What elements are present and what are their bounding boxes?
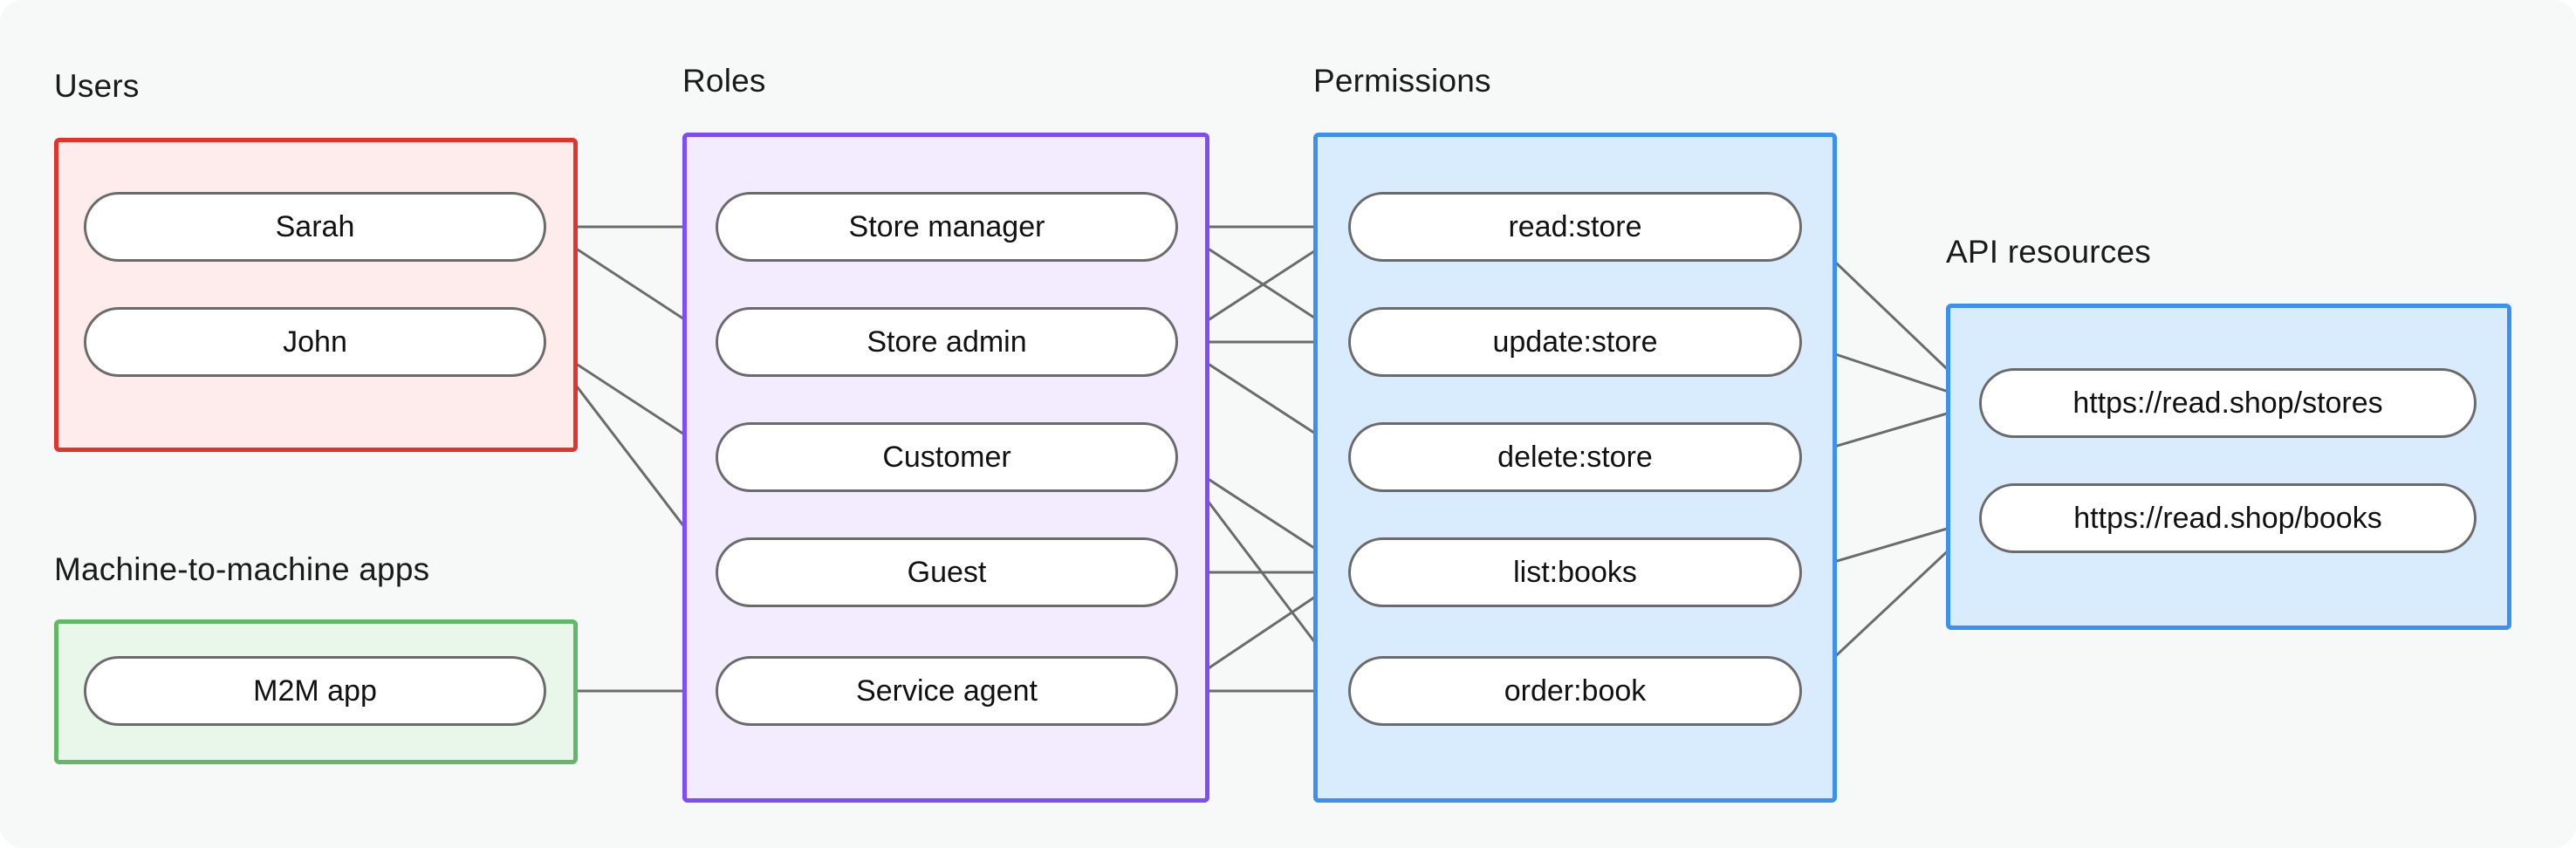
group-box-users xyxy=(54,138,578,452)
group-title-m2m-apps: Machine-to-machine apps xyxy=(54,551,430,587)
group-title-roles: Roles xyxy=(682,63,766,99)
permission-node-delete-store[interactable]: delete:store xyxy=(1348,422,1802,492)
group-title-api-resources: API resources xyxy=(1946,234,2151,270)
user-node-john[interactable]: John xyxy=(84,307,546,377)
role-node-store-admin[interactable]: Store admin xyxy=(716,307,1178,377)
permission-node-list-books[interactable]: list:books xyxy=(1348,537,1802,607)
permission-node-order-book[interactable]: order:book xyxy=(1348,656,1802,726)
user-node-sarah[interactable]: Sarah xyxy=(84,192,546,262)
permission-node-update-store[interactable]: update:store xyxy=(1348,307,1802,377)
role-node-service-agent[interactable]: Service agent xyxy=(716,656,1178,726)
permission-node-read-store[interactable]: read:store xyxy=(1348,192,1802,262)
group-title-users: Users xyxy=(54,68,140,104)
role-node-store-manager[interactable]: Store manager xyxy=(716,192,1178,262)
role-node-guest[interactable]: Guest xyxy=(716,537,1178,607)
m2m-node-m2m[interactable]: M2M app xyxy=(84,656,546,726)
role-node-customer[interactable]: Customer xyxy=(716,422,1178,492)
group-title-permissions: Permissions xyxy=(1313,63,1491,99)
group-box-api-resources xyxy=(1946,304,2511,630)
api-resource-node-res-books[interactable]: https://read.shop/books xyxy=(1979,483,2477,553)
api-resource-node-res-stores[interactable]: https://read.shop/stores xyxy=(1979,368,2477,438)
